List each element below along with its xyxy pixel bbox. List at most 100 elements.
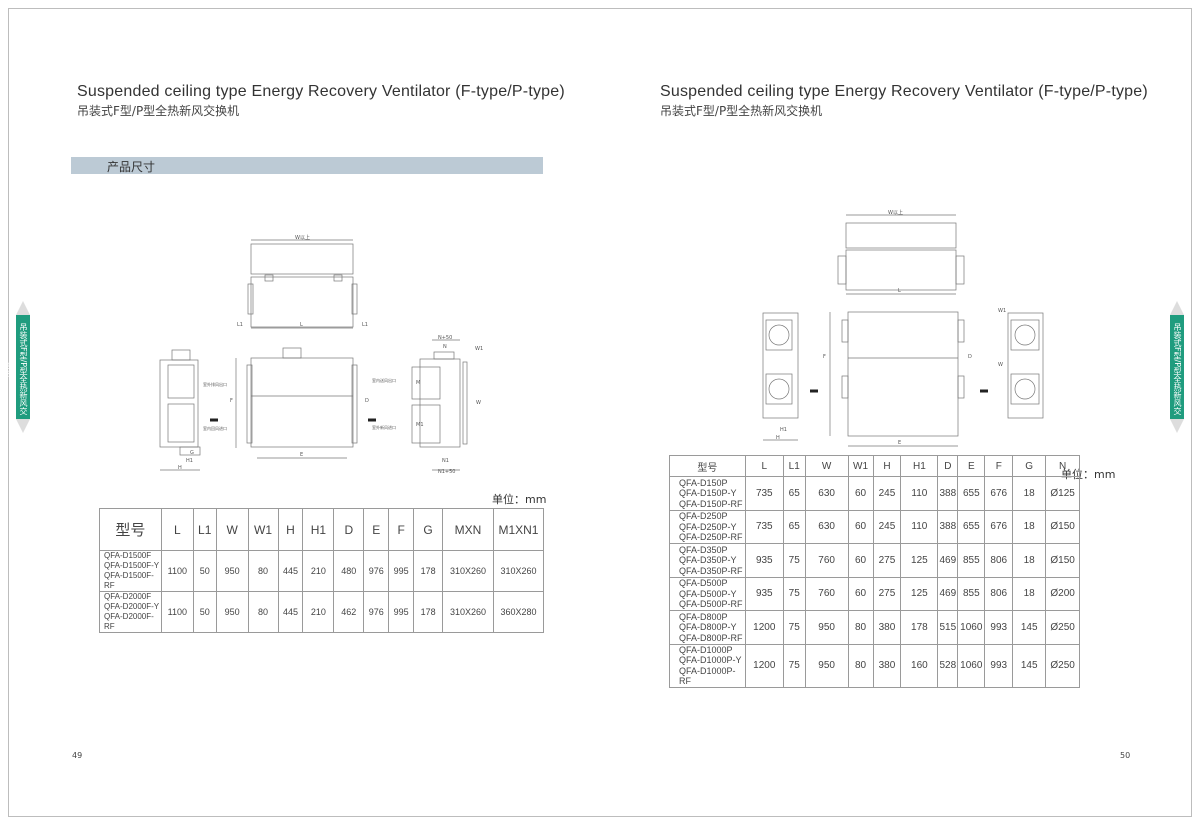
- value-cell: 60: [847, 576, 874, 611]
- value-cell: 380: [872, 610, 902, 645]
- value-cell: 18: [1012, 509, 1047, 544]
- dimension-label: D: [968, 354, 972, 360]
- value-cell: 806: [984, 543, 1014, 578]
- column-header: F: [388, 508, 415, 551]
- left-page-number: 49: [72, 751, 83, 760]
- dimension-label: E: [898, 440, 901, 446]
- value-cell: 388: [937, 509, 959, 544]
- column-header: L1: [192, 508, 217, 551]
- column-header: E: [957, 455, 986, 477]
- page-frame: [8, 8, 1192, 817]
- column-header: L: [744, 455, 784, 477]
- tab-triangle: [1170, 419, 1184, 433]
- table-cell: 950: [215, 550, 249, 592]
- value-cell: 515: [937, 610, 959, 645]
- value-cell: 160: [900, 643, 939, 688]
- table-cell: 976: [363, 550, 390, 592]
- value-cell: 760: [804, 543, 849, 578]
- value-cell: 65: [782, 509, 806, 544]
- value-cell: 655: [957, 509, 986, 544]
- value-cell: 275: [872, 576, 902, 611]
- left-page-title: Suspended ceiling type Energy Recovery V…: [77, 83, 565, 100]
- value-cell: 110: [900, 476, 939, 511]
- dimension-label: W: [476, 400, 481, 406]
- table-cell: 995: [388, 591, 415, 633]
- table-cell: 80: [247, 550, 279, 592]
- right-page-subtitle: 吊装式F型/P型全热新风交换机: [660, 104, 823, 118]
- table-cell: 445: [277, 550, 304, 592]
- section-bar: 产品尺寸: [71, 157, 543, 174]
- value-cell: 145: [1012, 643, 1047, 688]
- column-header: F: [984, 455, 1014, 477]
- value-cell: 676: [984, 476, 1014, 511]
- dimension-label: W: [998, 362, 1003, 368]
- column-header: G: [1012, 455, 1047, 477]
- value-cell: 655: [957, 476, 986, 511]
- dimension-label: N+50: [438, 335, 452, 341]
- value-cell: 993: [984, 643, 1014, 688]
- table-cell: 50: [192, 591, 217, 633]
- value-cell: 60: [847, 509, 874, 544]
- right-page-title: Suspended ceiling type Energy Recovery V…: [660, 83, 1148, 100]
- value-cell: 950: [804, 643, 849, 688]
- dimension-label: E: [300, 452, 303, 458]
- table-cell: 995: [388, 550, 415, 592]
- value-cell: 760: [804, 576, 849, 611]
- value-cell: Ø125: [1045, 476, 1081, 511]
- dimension-label: H1: [186, 458, 193, 464]
- table-cell: 1100: [160, 550, 194, 592]
- column-header: 型号: [669, 455, 746, 477]
- dimension-label: 室外新风进口: [372, 424, 396, 430]
- dimension-label: W1: [998, 308, 1006, 314]
- dimension-label: W以上: [295, 234, 310, 241]
- column-header: L: [160, 508, 194, 551]
- column-header: H1: [302, 508, 335, 551]
- value-cell: 65: [782, 476, 806, 511]
- table-cell: 445: [277, 591, 304, 633]
- value-cell: Ø200: [1045, 576, 1081, 611]
- dimension-label: 室内送风出口: [372, 377, 396, 383]
- dimension-label: N1: [442, 458, 449, 464]
- value-cell: 630: [804, 476, 849, 511]
- value-cell: 18: [1012, 576, 1047, 611]
- dimension-label: G: [190, 450, 194, 456]
- value-cell: 60: [847, 543, 874, 578]
- value-cell: Ø250: [1045, 610, 1081, 645]
- dimension-label: H: [776, 435, 780, 441]
- column-header: W: [215, 508, 249, 551]
- dimension-label: D: [365, 398, 369, 404]
- section-title: 产品尺寸: [107, 160, 156, 174]
- value-cell: 528: [937, 643, 959, 688]
- dimension-label: 室外排风出口: [203, 381, 227, 387]
- value-cell: 806: [984, 576, 1014, 611]
- value-cell: 1200: [744, 643, 784, 688]
- dimension-label: W以上: [888, 209, 903, 216]
- side-tab-left: 吊装式F型/P型全热新风交换机: [5, 315, 30, 419]
- value-cell: 60: [847, 476, 874, 511]
- value-cell: 75: [782, 576, 806, 611]
- side-tab-right: 吊装式F型/P型全热新风交换机: [1159, 315, 1184, 419]
- left-page-subtitle: 吊装式F型/P型全热新风交换机: [77, 104, 240, 118]
- value-cell: 855: [957, 543, 986, 578]
- value-cell: 380: [872, 643, 902, 688]
- column-header: M1XN1: [492, 508, 545, 551]
- column-header: W1: [847, 455, 874, 477]
- value-cell: 469: [937, 543, 959, 578]
- table-cell: 950: [215, 591, 249, 633]
- column-header: E: [363, 508, 390, 551]
- dimension-label: L1: [362, 322, 368, 328]
- dimension-label: M1: [416, 422, 424, 428]
- value-cell: 75: [782, 610, 806, 645]
- table-cell: 462: [333, 591, 365, 633]
- value-cell: 125: [900, 576, 939, 611]
- left-units-label: 单位：mm: [492, 493, 547, 506]
